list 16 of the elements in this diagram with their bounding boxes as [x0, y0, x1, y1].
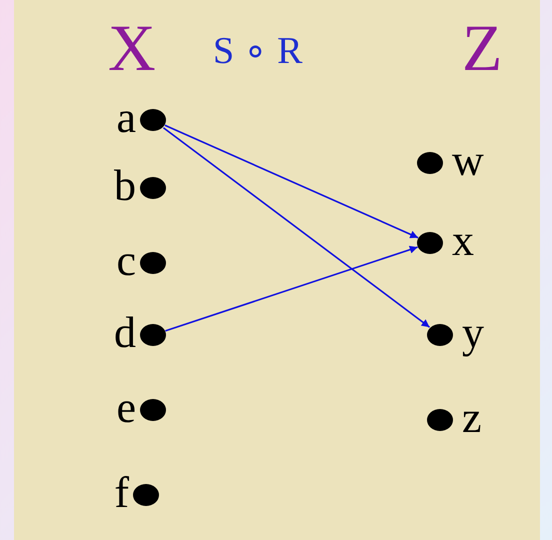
element-label: f: [114, 471, 129, 515]
element-label: z: [462, 396, 482, 440]
arrow: [164, 124, 418, 238]
element-label: d: [114, 311, 136, 355]
element-label: a: [116, 96, 136, 140]
relation-label: S ∘ R: [213, 32, 302, 70]
element-label: y: [462, 311, 484, 355]
element-label: x: [452, 219, 474, 263]
element-label: e: [116, 386, 136, 430]
element-label: b: [114, 164, 136, 208]
arrow: [165, 246, 418, 332]
arrow: [162, 127, 430, 328]
set-label: X: [108, 16, 156, 82]
element-label: w: [452, 139, 484, 183]
set-label: Z: [462, 16, 502, 82]
element-label: c: [116, 239, 136, 283]
